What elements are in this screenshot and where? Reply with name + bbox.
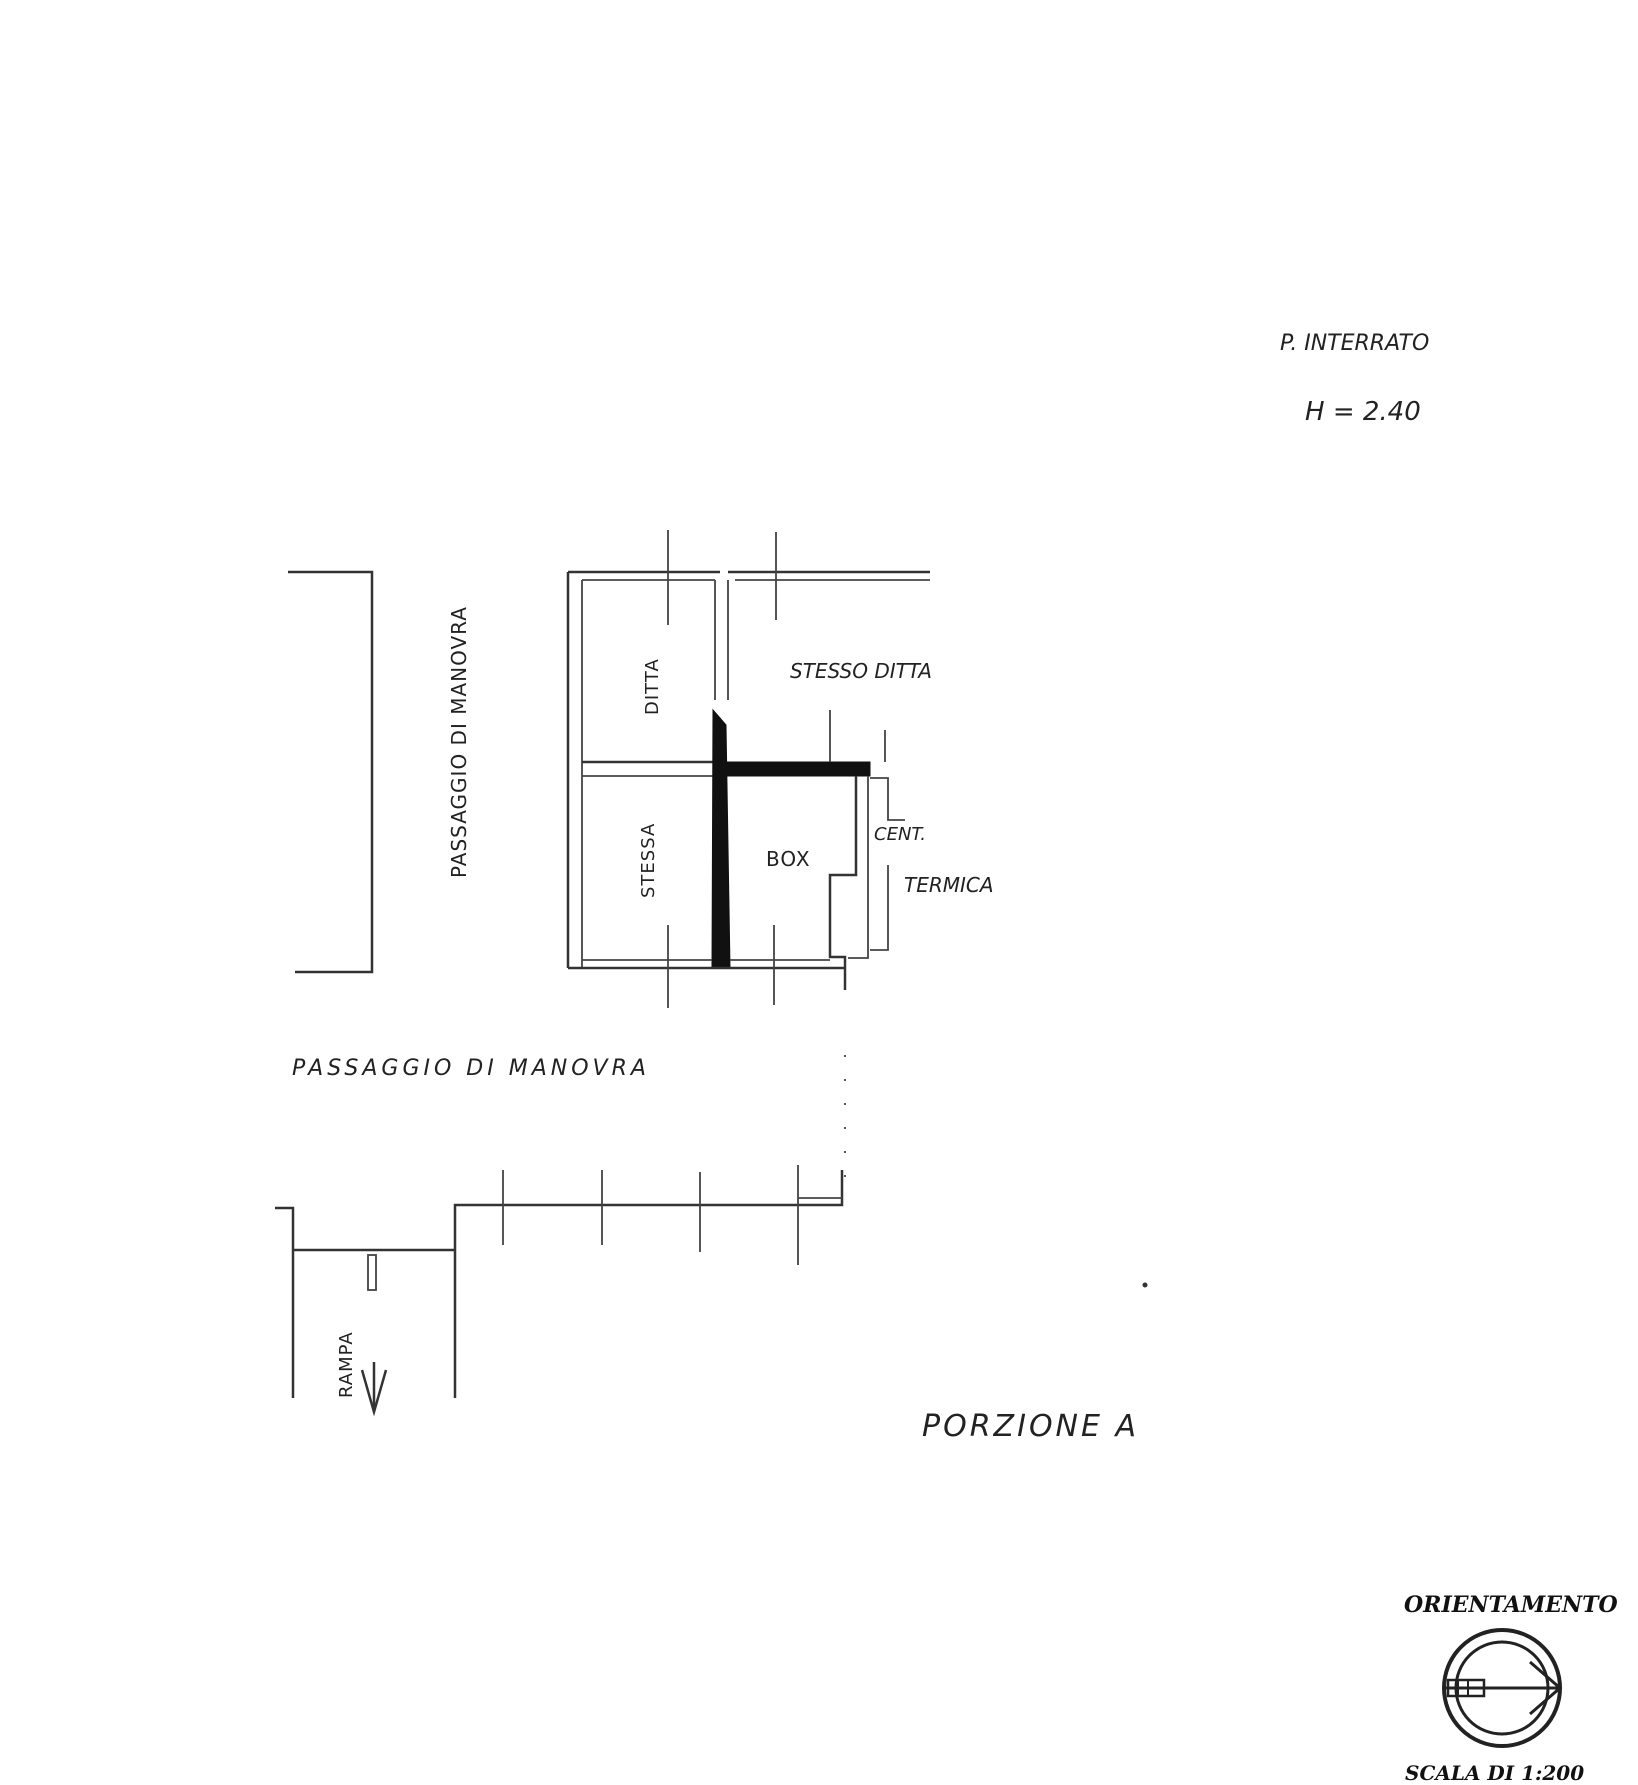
bottom-wall-ramp [275,1165,844,1417]
room-termica-label: TERMICA [904,873,994,897]
stray-dot [1142,1282,1148,1288]
room-cent-label: CENT. [874,824,926,845]
room-stesso-ditta-label: STESSO DITTA [790,659,932,683]
passage-horizontal-label: PASSAGGIO DI MANOVRA [292,1056,650,1081]
building-block [566,530,930,1008]
compass-icon [1442,1628,1563,1748]
passage-vertical-label: PASSAGGIO DI MANOVRA [447,606,471,878]
room-stessa-label: STESSA [638,823,659,898]
ramp-label: RAMPA [336,1331,357,1398]
room-ditta-label: DITTA [642,658,663,715]
room-box-label: BOX [766,847,811,871]
height-label: H = 2.40 [1305,397,1421,427]
floor-label: P. INTERRATO [1280,331,1429,356]
orientation-title: ORIENTAMENTO [1404,1592,1618,1618]
portion-label: PORZIONE A [922,1409,1139,1444]
left-wall [288,570,374,974]
scale-label: SCALA DI 1:200 [1405,1761,1584,1785]
box-thick-wall [711,708,731,969]
